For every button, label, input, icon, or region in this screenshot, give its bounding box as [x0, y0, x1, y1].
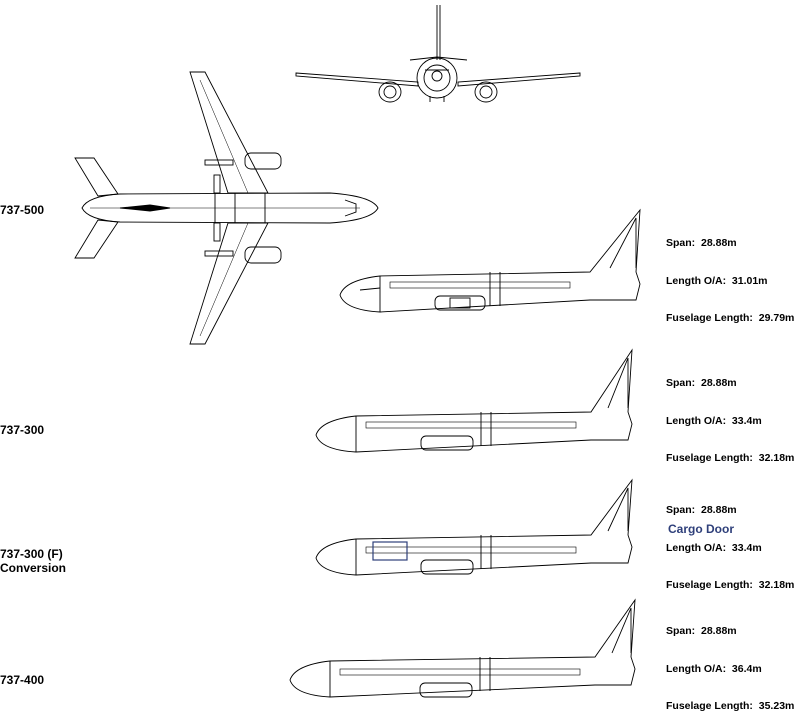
side-view-aircraft-icon	[315, 348, 633, 453]
specs-737-300: Span: 28.88m Length O/A: 33.4m Fuselage …	[666, 352, 794, 477]
spec-fuselage-length: Fuselage Length: 35.23m	[666, 700, 795, 712]
spec-length-oa: Length O/A: 36.4m	[666, 662, 762, 675]
front-view-aircraft-icon	[295, 5, 581, 103]
spec-length-oa: Length O/A: 33.4m	[666, 541, 762, 554]
variant-label-line2: Conversion	[0, 561, 67, 575]
spec-length-oa: Length O/A: 31.01m	[666, 274, 768, 287]
aircraft-drawing	[74, 5, 641, 698]
variant-label-737-300f: 737-300 (F) Conversion	[0, 547, 66, 575]
specs-737-500: Span: 28.88m Length O/A: 31.01m Fuselage…	[666, 212, 794, 337]
spec-span: Span: 28.88m	[666, 237, 737, 249]
variant-label-737-300: 737-300	[0, 423, 45, 437]
spec-span: Span: 28.88m	[666, 625, 737, 637]
side-view-aircraft-icon	[339, 208, 641, 313]
variant-label-737-400: 737-400	[0, 673, 45, 687]
variant-label-737-500: 737-500	[0, 203, 45, 217]
variant-label-line1: 737-300 (F)	[0, 547, 63, 561]
spec-fuselage-length: Fuselage Length: 32.18m	[666, 452, 795, 464]
side-view-aircraft-icon	[315, 478, 633, 576]
specs-737-400: Span: 28.88m Length O/A: 36.4m Fuselage …	[666, 600, 794, 725]
spec-fuselage-length: Fuselage Length: 32.18m	[666, 579, 795, 591]
top-view-aircraft-icon	[74, 71, 379, 345]
spec-length-oa: Length O/A: 33.4m	[666, 414, 762, 427]
cargo-door-label: Cargo Door	[668, 522, 734, 536]
spec-span: Span: 28.88m	[666, 377, 737, 389]
spec-fuselage-length: Fuselage Length: 29.79m	[666, 312, 795, 324]
side-view-aircraft-icon	[289, 598, 636, 698]
specs-737-300f: Span: 28.88m Length O/A: 33.4m Fuselage …	[666, 479, 794, 604]
spec-span: Span: 28.88m	[666, 504, 737, 516]
cargo-door-outline	[372, 541, 408, 561]
